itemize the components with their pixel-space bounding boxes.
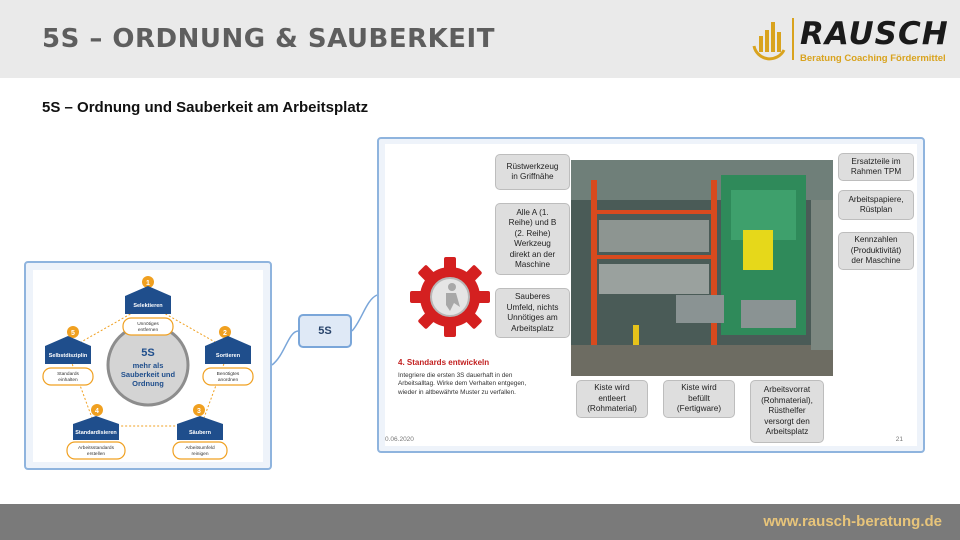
cycle-step-4: 4 Standardisieren Arbeitsstandards erste…	[66, 404, 126, 460]
footer-bar: www.rausch-beratung.de	[0, 504, 960, 540]
svg-text:2: 2	[223, 330, 227, 337]
svg-text:Standardisieren: Standardisieren	[75, 430, 117, 436]
svg-text:einhalten: einhalten	[58, 377, 78, 383]
page-title: 5S – ORDNUNG & SAUBERKEIT	[42, 24, 495, 54]
cycle-step-3: 3 Säubern Arbeitsumfeld reinigen	[172, 404, 228, 460]
svg-text:3: 3	[197, 408, 201, 415]
cycle-center-line-1: mehr als	[133, 361, 164, 370]
svg-text:erstellen: erstellen	[87, 451, 105, 457]
cycle-step-1: 1 Selektieren Unnötiges entfernen	[122, 276, 174, 336]
logo-divider	[792, 18, 794, 60]
header-bar: 5S – ORDNUNG & SAUBERKEIT RAUSCH Beratun…	[0, 0, 960, 78]
slide-subtitle: 5S – Ordnung und Sauberkeit am Arbeitspl…	[42, 99, 369, 116]
svg-text:Selbstdisziplin: Selbstdisziplin	[49, 353, 88, 359]
callout-werkzeug: Alle A (1.Reihe) und B(2. Reihe)Werkzeug…	[495, 203, 570, 275]
bar-chart-circle-icon	[752, 22, 786, 61]
rausch-logo[interactable]: RAUSCH Beratung Coaching Fördermittel	[748, 12, 948, 68]
svg-text:anordnen: anordnen	[218, 377, 239, 383]
svg-text:Arbeitsumfeld: Arbeitsumfeld	[185, 445, 215, 451]
connector-left	[271, 330, 299, 366]
gear-icon	[410, 257, 490, 337]
five-s-cycle-diagram: 5S mehr als Sauberkeit und Ordnung 1 Sel…	[33, 270, 263, 462]
step-heading: 4. Standards entwickeln	[398, 358, 490, 367]
machine-photo-illustration	[571, 160, 833, 376]
logo-name: RAUSCH	[800, 16, 949, 52]
svg-text:1: 1	[146, 280, 150, 287]
connector-right	[351, 294, 378, 332]
svg-text:reinigen: reinigen	[191, 451, 208, 457]
svg-text:Selektieren: Selektieren	[133, 303, 163, 309]
svg-text:Säubern: Säubern	[189, 430, 212, 436]
cycle-diagram-frame[interactable]: 5S mehr als Sauberkeit und Ordnung 1 Sel…	[24, 261, 272, 470]
callout-arbeitspapiere: Arbeitspapiere,Rüstplan	[838, 190, 914, 220]
cycle-step-2: 2 Sortieren Benötigtes anordnen	[202, 326, 254, 386]
slide-page-number: 21	[895, 436, 903, 443]
svg-text:Benötigtes: Benötigtes	[217, 371, 240, 377]
footer-website-link[interactable]: www.rausch-beratung.de	[763, 513, 942, 530]
svg-text:4: 4	[95, 408, 99, 415]
mindmap-center-node[interactable]: 5S	[298, 314, 352, 348]
machine-photo	[571, 160, 833, 376]
cycle-center-title: 5S	[141, 347, 154, 359]
cycle-center-line-2: Sauberkeit und	[121, 370, 176, 379]
svg-text:Arbeitsstandards: Arbeitsstandards	[78, 445, 115, 451]
step-description: Integriere die ersten 3S dauerhaft in de…	[398, 372, 527, 396]
callout-kennzahlen: Kennzahlen(Produktivität)der Maschine	[838, 232, 914, 270]
svg-text:5: 5	[71, 330, 75, 337]
svg-text:Unnötiges: Unnötiges	[137, 321, 159, 327]
svg-text:Standards: Standards	[57, 371, 79, 377]
slide-date: 0.06.2020	[385, 436, 414, 443]
logo-tagline: Beratung Coaching Fördermittel	[800, 53, 946, 64]
cycle-center-line-3: Ordnung	[132, 379, 164, 388]
svg-text:Sortieren: Sortieren	[216, 353, 241, 359]
svg-text:entfernen: entfernen	[138, 327, 159, 333]
cycle-step-5: 5 Selbstdisziplin Standards einhalten	[42, 326, 94, 386]
